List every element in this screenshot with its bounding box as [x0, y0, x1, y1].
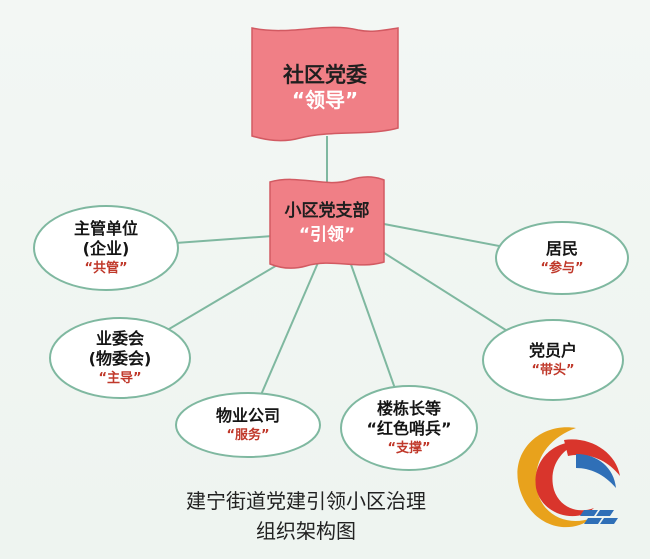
node-title-line: (物委会)	[89, 349, 152, 368]
node-ellipse	[482, 319, 624, 401]
node-title-line: “红色哨兵”	[366, 419, 451, 438]
node-property-company: 物业公司 “服务”	[175, 392, 321, 458]
node-residents: 居民 “参与”	[495, 221, 629, 295]
node-role: “主导”	[98, 370, 141, 386]
center-flag-shape	[269, 176, 385, 269]
node-party-households: 党员户 “带头”	[482, 319, 624, 401]
node-title-line: 业委会	[96, 329, 144, 348]
caption-line-1: 建宁街道党建引领小区治理	[186, 489, 426, 513]
node-ellipse	[175, 392, 321, 458]
center-flag-role: “引领”	[299, 224, 355, 245]
center-flag-title: 小区党支部	[285, 200, 370, 221]
node-building-leaders: 楼栋长等“红色哨兵” “支撑”	[340, 385, 478, 471]
node-title-line: 楼栋长等	[377, 399, 441, 418]
node-ellipse	[495, 221, 629, 295]
caption-line-2: 组织架构图	[256, 519, 356, 543]
node-title-line: 党员户	[529, 341, 577, 360]
node-ellipse	[340, 385, 478, 471]
node-owners-committee: 业委会(物委会) “主导”	[49, 317, 191, 399]
node-ellipse	[49, 317, 191, 399]
top-flag-role: “领导”	[292, 88, 358, 112]
node-role: “服务”	[226, 427, 269, 443]
top-flag: 社区党委 “领导”	[251, 26, 399, 142]
top-flag-shape	[251, 26, 399, 142]
node-ellipse	[33, 205, 179, 291]
node-role: “带头”	[531, 362, 574, 378]
node-role: “共管”	[84, 260, 127, 276]
node-role: “支撑”	[387, 440, 430, 456]
top-flag-title: 社区党委	[282, 63, 367, 87]
swirl-logo-icon	[517, 427, 620, 528]
center-flag: 小区党支部 “引领”	[269, 176, 385, 269]
node-title-line: 主管单位	[74, 219, 138, 238]
node-employer: 主管单位(企业) “共管”	[33, 205, 179, 291]
node-role: “参与”	[540, 260, 583, 276]
member-nodes: 主管单位(企业) “共管” 业委会(物委会) “主导” 物业公司 “服务” 楼栋长等“红色哨…	[33, 205, 629, 471]
node-title-line: (企业)	[83, 239, 130, 258]
node-title-line: 居民	[546, 239, 578, 258]
node-title-line: 物业公司	[216, 406, 280, 425]
